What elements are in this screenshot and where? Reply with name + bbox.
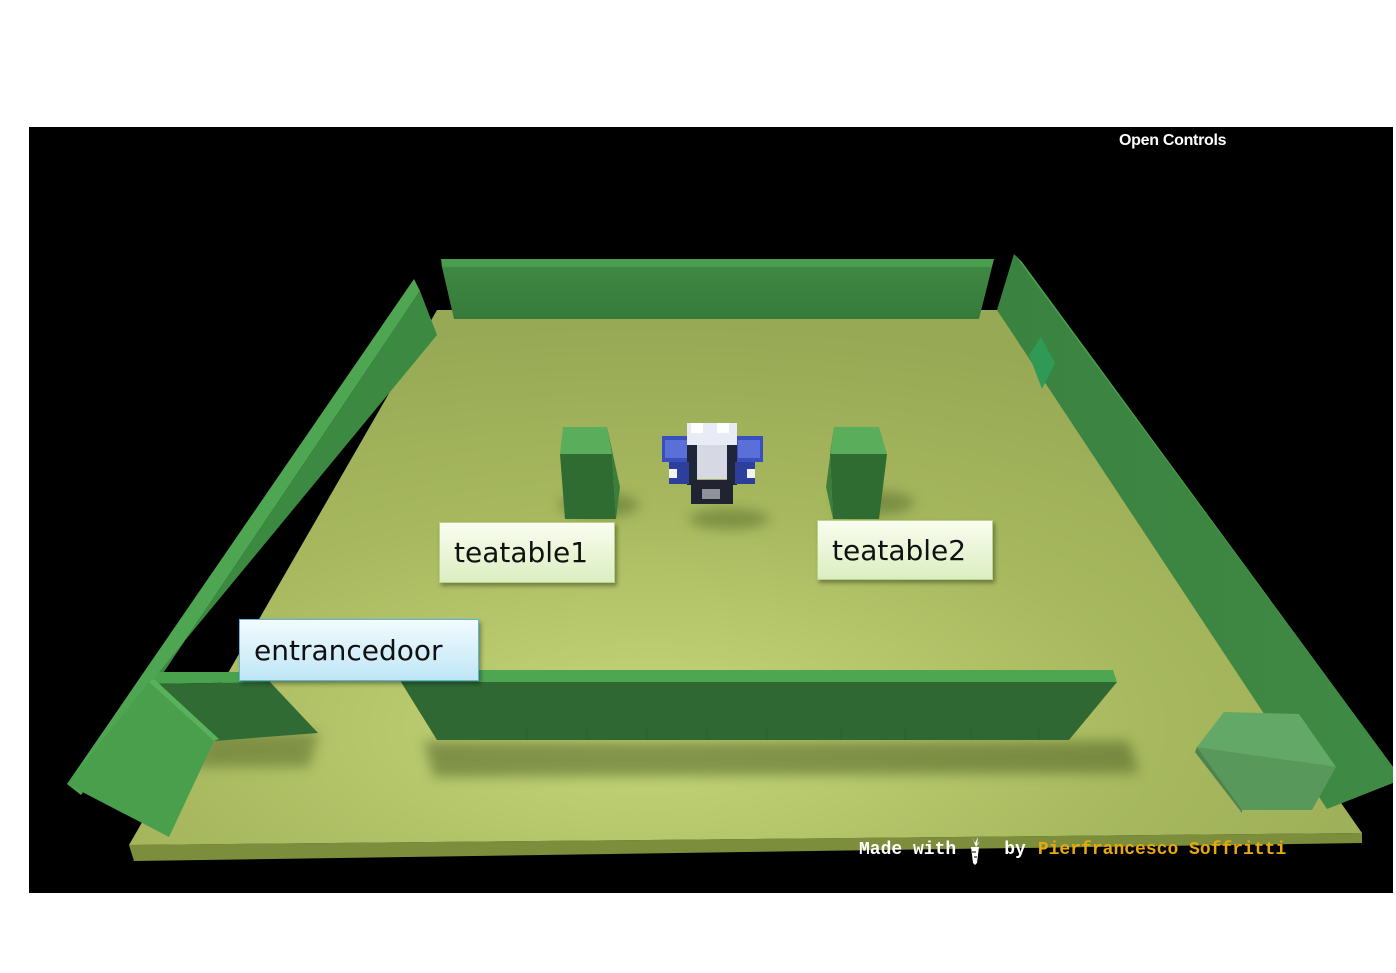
scene-viewport[interactable]: Open Controls Made with by Pierfrancesco…: [29, 127, 1393, 893]
front-left-wall: [149, 682, 318, 741]
back-wall-top: [441, 259, 994, 267]
teatable2-block[interactable]: [826, 427, 887, 519]
front-wall-top: [401, 670, 1117, 682]
teatable1-label: teatable1: [439, 522, 615, 583]
teatable1-block[interactable]: [560, 427, 620, 519]
credits: Made with by Pierfrancesco Soffritti: [859, 835, 1286, 865]
open-controls-button[interactable]: Open Controls: [1119, 132, 1227, 149]
left-wall: [81, 291, 437, 795]
credits-by: by: [1004, 840, 1026, 860]
left-wall-top: [67, 279, 420, 795]
back-wall: [442, 267, 992, 319]
credits-author-link[interactable]: Pierfrancesco Soffritti: [1037, 840, 1287, 860]
right-wall: [997, 254, 1393, 809]
front-wall-seams: [526, 727, 1040, 740]
floor-edge: [129, 833, 1362, 861]
front-left-corner-wall: [67, 682, 214, 837]
scene-canvas[interactable]: [29, 127, 1393, 893]
entrancedoor-label: entrancedoor: [239, 619, 479, 681]
corner-box[interactable]: [1195, 712, 1336, 813]
credits-made-with: Made with: [859, 840, 957, 860]
carrot-icon: [971, 837, 981, 865]
right-wall-panel: [1029, 337, 1055, 389]
front-wall: [401, 682, 1117, 740]
robot[interactable]: [662, 423, 763, 504]
teatable2-label: teatable2: [817, 520, 993, 580]
